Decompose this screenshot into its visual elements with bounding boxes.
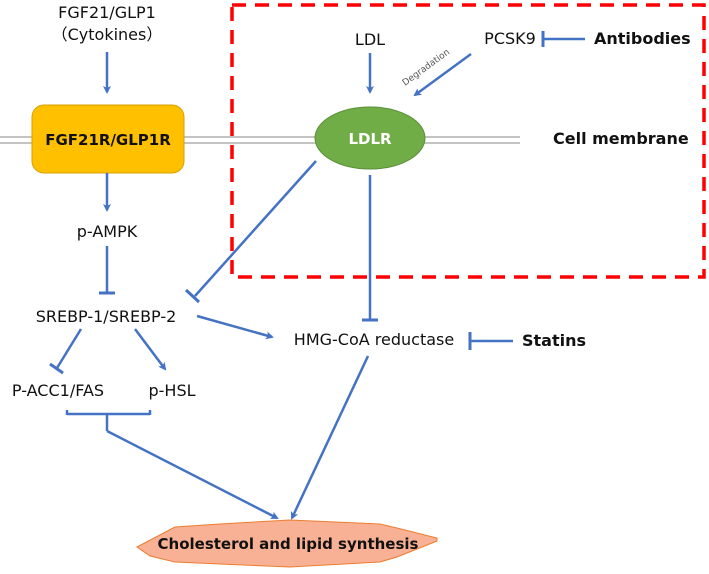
- ldlr-node: [314, 106, 426, 170]
- edge-pcsk9-to-ldlr: [413, 52, 472, 97]
- ldl-pathway-dashed-box: [230, 3, 706, 279]
- pcsk9-label: PCSK9: [484, 29, 536, 48]
- edge-bracket-to-outcome: [106, 429, 279, 520]
- edge-ldlr-inhibits-srebp: [184, 160, 317, 304]
- ligand-label-line2: （Cytokines）: [52, 25, 163, 44]
- degradation-label: Degradation: [401, 47, 452, 88]
- cell-membrane-label: Cell membrane: [553, 129, 689, 148]
- edge-srebp-to-hmgcoa: [196, 314, 274, 340]
- antibodies-label: Antibodies: [594, 29, 691, 48]
- pacc1-label: P-ACC1/FAS: [12, 381, 104, 400]
- pampk-label: p-AMPK: [77, 222, 138, 241]
- edge-hmgcoa-to-outcome: [290, 355, 370, 520]
- receptor-label: FGF21R/GLP1R: [45, 131, 171, 149]
- ldlr-label: LDLR: [348, 130, 392, 148]
- edge-ldlr-inhibits-hmgcoa: [362, 175, 378, 322]
- srebp-label: SREBP-1/SREBP-2: [36, 307, 177, 326]
- ligand-label-line1: FGF21/GLP1: [58, 3, 156, 22]
- edge-srebp-to-phsl: [134, 328, 167, 371]
- edge-antibodies-inhibit-pcsk9: [541, 31, 585, 47]
- statins-label: Statins: [522, 331, 586, 350]
- hmgcoa-label: HMG-CoA reductase: [294, 330, 454, 349]
- edge-pampk-inhibits-srebp: [99, 246, 115, 295]
- bracket-pacc1-phsl: [65, 410, 152, 431]
- outcome-label: Cholesterol and lipid synthesis: [158, 535, 419, 553]
- phsl-label: p-HSL: [148, 381, 195, 400]
- outcome-node: [136, 519, 438, 568]
- ldl-label: LDL: [355, 30, 385, 49]
- edge-statins-inhibit-hmgcoa: [468, 332, 513, 350]
- edge-srebp-inhibits-pacc1: [49, 328, 83, 375]
